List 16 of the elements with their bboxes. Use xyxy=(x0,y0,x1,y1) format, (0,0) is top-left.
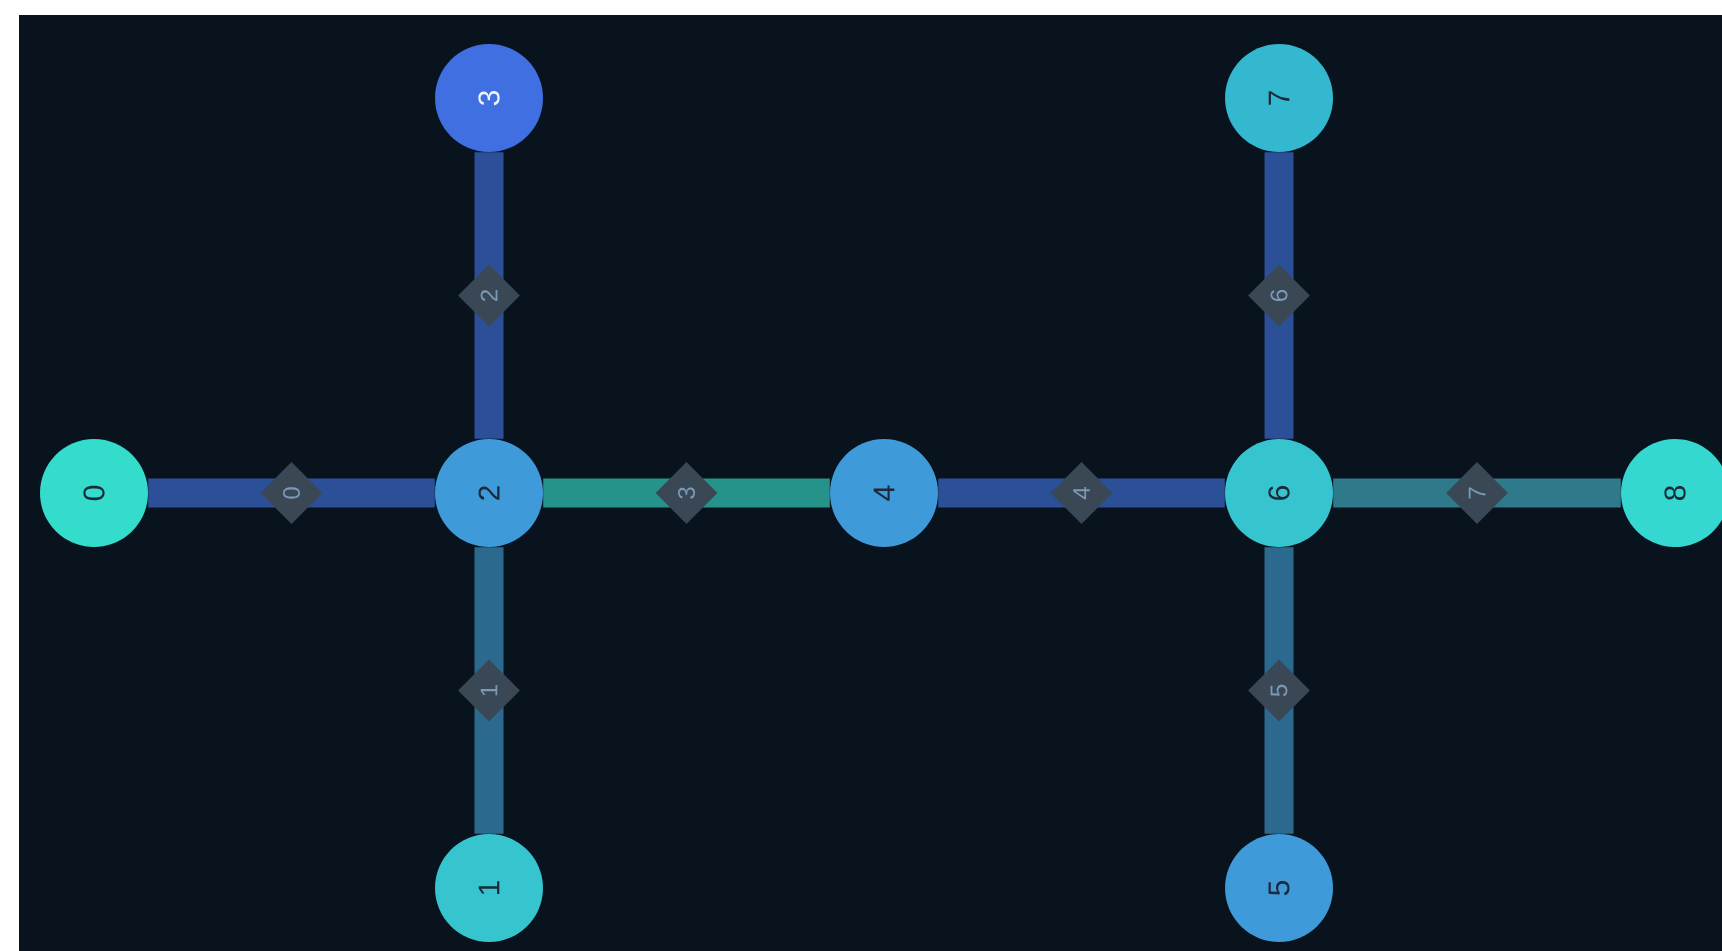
edge-label: 1 xyxy=(458,659,520,722)
edge-line xyxy=(1333,478,1621,508)
edge-line xyxy=(938,478,1225,508)
edge-label: 3 xyxy=(655,462,718,524)
edge-line xyxy=(474,152,504,439)
edge-label: 5 xyxy=(1248,659,1310,722)
edge-line xyxy=(1264,547,1294,834)
edge-line xyxy=(148,478,435,508)
edge-label: 4 xyxy=(1050,462,1113,524)
edge-line xyxy=(474,547,504,834)
edge-label: 0 xyxy=(260,462,323,524)
edge-line xyxy=(543,478,830,508)
edge-label: 6 xyxy=(1248,264,1310,327)
edge-line xyxy=(1264,152,1294,439)
edge-label: 7 xyxy=(1446,462,1508,524)
edge-label: 2 xyxy=(458,264,520,327)
